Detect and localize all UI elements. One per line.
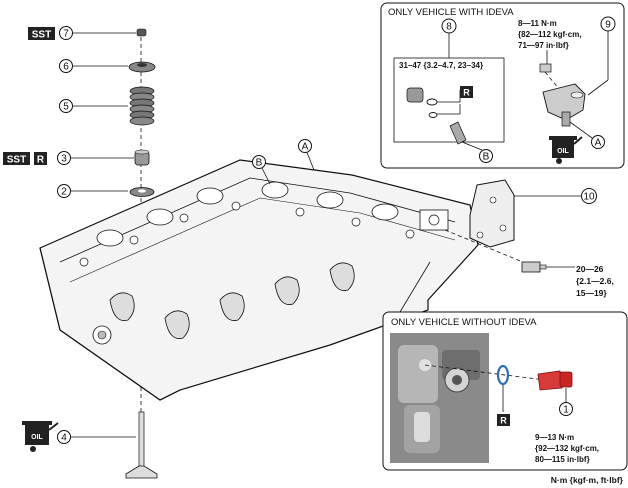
svg-text:8: 8 [446, 22, 452, 33]
svg-text:7: 7 [63, 29, 69, 40]
callout-b-head: B [252, 155, 266, 169]
bracket-bolt [521, 261, 547, 273]
svg-text:B: B [483, 152, 490, 163]
torque-1-line1: 9—13 N·m [535, 433, 574, 442]
torque-9-line1: 8—11 N·m [518, 19, 557, 28]
no-ideva-title: ONLY VEHICLE WITHOUT IDEVA [391, 317, 537, 328]
callout-8: 8 [441, 18, 457, 34]
callout-4: 4 [57, 430, 71, 444]
head-photo-detail [390, 333, 489, 463]
cylinder-head [39, 159, 479, 401]
r-tag-washer: R [497, 414, 510, 426]
callout-a-head: A [298, 139, 312, 153]
svg-text:OIL: OIL [557, 148, 569, 155]
callout-9: 9 [600, 16, 616, 32]
svg-text:5: 5 [63, 102, 69, 113]
svg-text:SST: SST [7, 155, 26, 166]
spring-retainer [128, 61, 156, 73]
ideva-title: ONLY VEHICLE WITH IDEVA [388, 7, 514, 18]
ideva-solenoid [542, 83, 586, 127]
torque-9-line2: {82—112 kgf·cm, [518, 30, 582, 39]
svg-text:R: R [500, 416, 507, 426]
ideva-bracket [469, 179, 515, 248]
valve [125, 411, 158, 479]
svg-text:3: 3 [61, 154, 67, 165]
callout-3: 3 [57, 151, 71, 165]
svg-text:A: A [595, 138, 602, 149]
svg-text:R: R [37, 155, 45, 166]
sst-tag-7: SST [28, 27, 55, 41]
torque-8: 31–47 {3.2–4.7, 23–34} [399, 61, 483, 70]
plug-bolt [537, 370, 573, 391]
bolt-torque-3: 15—19} [576, 288, 607, 298]
svg-text:2: 2 [61, 187, 67, 198]
svg-text:SST: SST [32, 30, 51, 41]
callout-2: 2 [57, 184, 71, 198]
svg-text:A: A [302, 142, 309, 153]
callout-5: 5 [59, 99, 73, 113]
seal-washer [496, 364, 510, 386]
valve-spring [129, 86, 155, 126]
svg-text:OIL: OIL [31, 434, 43, 441]
oil-can-icon-ideva: OIL [549, 136, 583, 164]
callout-1: 1 [559, 402, 573, 416]
svg-text:6: 6 [63, 62, 69, 73]
oil-control-valve [406, 87, 467, 145]
callout-a-ideva: A [591, 135, 605, 149]
svg-text:B: B [256, 158, 263, 169]
bolt-torque-2: {2.1—2.6, [576, 276, 614, 286]
sst-tag-3: SST [3, 152, 30, 166]
units-note: N·m {kgf·m, ft·lbf} [551, 475, 624, 485]
svg-text:10: 10 [583, 192, 595, 203]
callout-6: 6 [59, 59, 73, 73]
torque-1-line2: {92—132 kgf·cm, [535, 444, 599, 453]
valve-keeper [136, 28, 147, 37]
svg-text:R: R [463, 88, 470, 98]
solenoid-bolt [539, 63, 561, 91]
callout-b-ideva: B [479, 149, 493, 163]
svg-text:9: 9 [605, 20, 611, 31]
valve-seal [134, 149, 150, 166]
torque-9-line3: 71—97 in·lbf} [518, 41, 569, 50]
r-tag-3: R [34, 152, 47, 166]
oil-can-icon: OIL [22, 421, 59, 452]
callout-7: 7 [59, 26, 73, 40]
r-tag-8: R [460, 86, 473, 98]
svg-text:4: 4 [61, 433, 67, 444]
svg-text:1: 1 [563, 405, 569, 416]
bolt-torque-1: 20—26 [576, 264, 604, 274]
spring-seat [129, 187, 155, 197]
torque-1-line3: 80—115 in·lbf} [535, 455, 590, 464]
callout-10: 10 [581, 188, 597, 204]
